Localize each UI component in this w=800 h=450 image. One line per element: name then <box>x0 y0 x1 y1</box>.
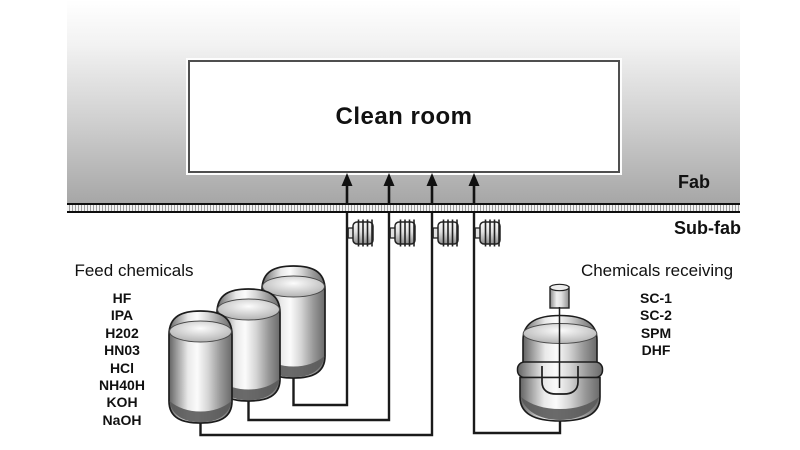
feed-chemical-item: KOH <box>106 394 138 411</box>
receiving-chemical-item: SC-2 <box>640 307 672 324</box>
supply-pipe <box>292 213 349 407</box>
receiving-chemical-item: DHF <box>641 342 671 359</box>
pump-icon <box>347 218 374 248</box>
feed-chemical-item: HN03 <box>104 342 140 359</box>
feed-chemical-item: NaOH <box>102 411 142 428</box>
chemicals-receiving-list: SC-1 SC-2 SPM DHF <box>596 290 716 360</box>
chemicals-receiving-title: Chemicals receiving <box>580 261 734 280</box>
clean-room-box: Clean room <box>186 58 622 175</box>
feed-chemical-item: HCl <box>109 359 135 376</box>
feed-chemical-item: NH40H <box>99 377 145 394</box>
chemical-tank-icon <box>216 288 281 402</box>
chemical-tank-icon <box>261 265 326 379</box>
feed-chemical-item: IPA <box>110 307 134 324</box>
receiving-chemical-item: SPM <box>640 324 672 341</box>
receiving-chemical-item: SC-1 <box>640 290 672 306</box>
supply-pipe <box>199 213 434 437</box>
feed-chemical-item: H202 <box>105 324 139 341</box>
pump-icon <box>432 218 459 248</box>
subfab-label: Sub-fab <box>674 218 741 238</box>
feed-chemical-item: HF <box>112 290 132 306</box>
pump-icon <box>474 218 501 248</box>
feed-chemicals-title: Feed chemicals <box>74 261 194 280</box>
feed-chemicals-list: HF IPA H202 HN03 HCl NH40H KOH NaOH <box>62 290 182 429</box>
fab-label: Fab <box>678 172 711 192</box>
fab-subfab-floor <box>67 203 740 213</box>
supply-pipe <box>472 213 562 435</box>
pump-icon <box>389 218 416 248</box>
supply-pipes <box>199 213 562 437</box>
clean-room-label: Clean room <box>335 102 473 130</box>
supply-pipe <box>247 213 391 422</box>
receiving-drum-icon <box>516 283 604 422</box>
